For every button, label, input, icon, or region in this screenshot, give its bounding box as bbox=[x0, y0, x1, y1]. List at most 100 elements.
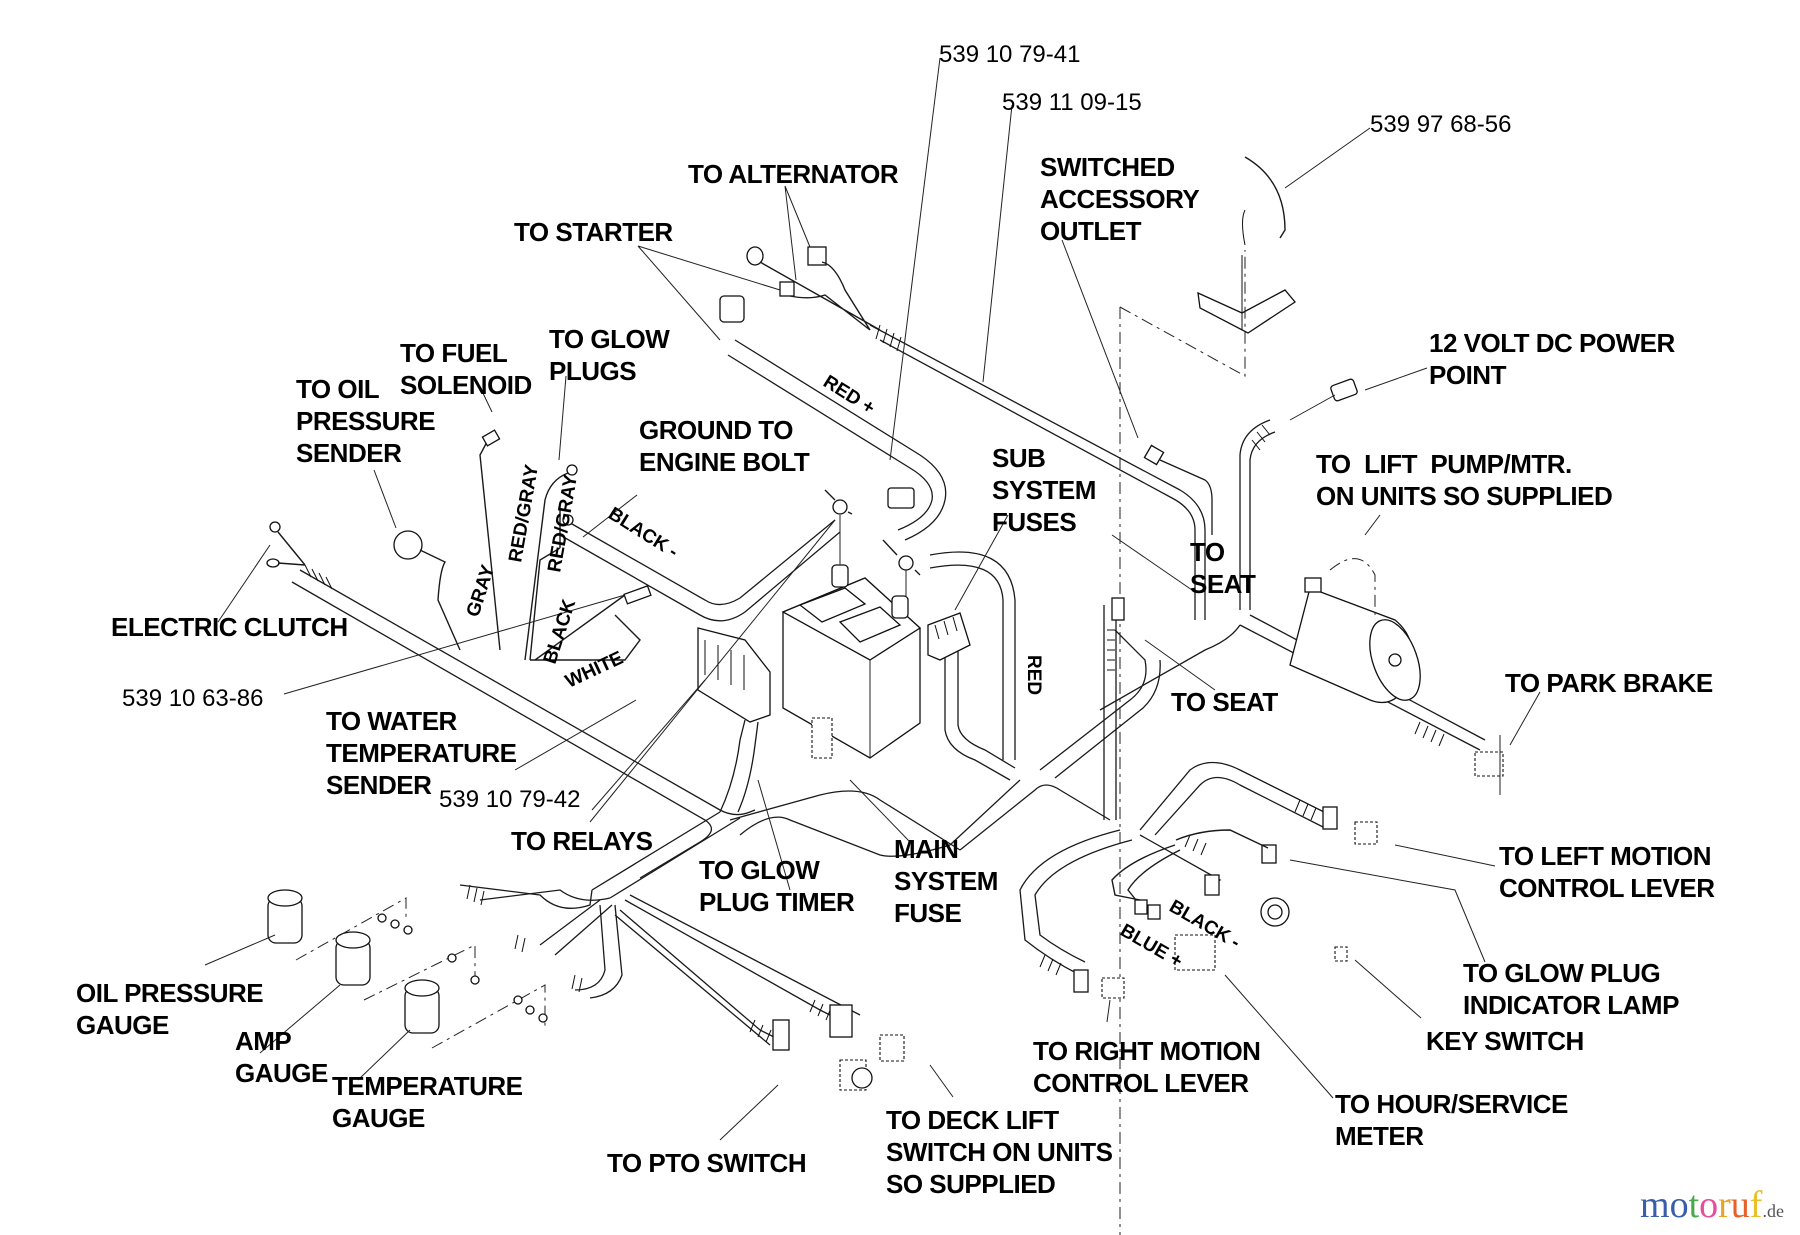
glow-plug-wires bbox=[479, 429, 652, 661]
svg-text:SEAT: SEAT bbox=[1190, 569, 1256, 599]
svg-text:AMP: AMP bbox=[235, 1026, 291, 1056]
battery-negative-terminal bbox=[831, 564, 849, 588]
left-motion-switch bbox=[1322, 806, 1378, 845]
svg-text:TO RIGHT MOTION: TO RIGHT MOTION bbox=[1033, 1036, 1260, 1066]
glow-plug-ring-terminal bbox=[566, 464, 578, 476]
svg-text:SUB: SUB bbox=[992, 443, 1045, 473]
watermark-letter: m bbox=[1640, 1184, 1670, 1226]
leader-lines bbox=[204, 57, 1541, 1141]
label-lift-pump: TO LIFT PUMP/MTR. ON UNITS SO SUPPLIED bbox=[1316, 449, 1613, 511]
svg-text:TO OIL: TO OIL bbox=[296, 374, 380, 404]
accessory-cable bbox=[1244, 156, 1286, 239]
part-number-clutch-harness: 539 10 63-86 bbox=[122, 685, 263, 712]
starter-connector bbox=[779, 281, 795, 297]
label-power-point: 12 VOLT DC POWER POINT bbox=[1429, 328, 1676, 390]
accessory-outlet-bracket bbox=[1119, 209, 1296, 1235]
wire-label-red: RED bbox=[1023, 655, 1044, 695]
watermark-letter: t bbox=[1688, 1184, 1700, 1226]
svg-text:ON UNITS SO SUPPLIED: ON UNITS SO SUPPLIED bbox=[1316, 481, 1612, 511]
wire-label-red-gray-1: RED/GRAY bbox=[505, 463, 543, 564]
label-water-temperature-sender: TO WATER TEMPERATURE SENDER bbox=[326, 706, 517, 800]
deck-lift-switch bbox=[829, 1004, 905, 1062]
svg-text:OUTLET: OUTLET bbox=[1040, 216, 1142, 246]
gauges bbox=[267, 889, 548, 1049]
svg-text:SENDER: SENDER bbox=[296, 438, 402, 468]
label-deck-lift-switch: TO DECK LIFT SWITCH ON UNITS SO SUPPLIED bbox=[886, 1105, 1113, 1199]
label-glow-plugs: TO GLOW PLUGS bbox=[549, 324, 671, 386]
harness-wraps bbox=[304, 324, 1445, 1043]
label-to-alternator: TO ALTERNATOR bbox=[688, 159, 899, 189]
svg-text:SYSTEM: SYSTEM bbox=[992, 475, 1096, 505]
park-brake-switch bbox=[1474, 735, 1504, 795]
part-number-accessory-cable: 539 97 68-56 bbox=[1370, 111, 1511, 138]
label-to-starter: TO STARTER bbox=[514, 217, 673, 247]
svg-text:TO GLOW: TO GLOW bbox=[699, 855, 820, 885]
svg-text:SOLENOID: SOLENOID bbox=[400, 370, 532, 400]
watermark-brand: motoruf bbox=[1640, 1184, 1762, 1226]
label-left-motion-control: TO LEFT MOTION CONTROL LEVER bbox=[1499, 841, 1716, 903]
svg-text:SENDER: SENDER bbox=[326, 770, 432, 800]
right-motion-switch bbox=[1073, 969, 1125, 999]
svg-text:12 VOLT DC POWER: 12 VOLT DC POWER bbox=[1429, 328, 1675, 358]
svg-text:TO GLOW: TO GLOW bbox=[549, 324, 670, 354]
label-oil-pressure-sender: TO OIL PRESSURE SENDER bbox=[296, 374, 436, 468]
label-amp-gauge: AMP GAUGE bbox=[235, 1026, 329, 1088]
svg-text:CONTROL LEVER: CONTROL LEVER bbox=[1033, 1068, 1249, 1098]
svg-text:TO FUEL: TO FUEL bbox=[400, 338, 508, 368]
part-number-labels: 539 10 79-41 539 11 09-15 539 97 68-56 5… bbox=[122, 41, 1511, 813]
amp-gauge bbox=[335, 931, 371, 986]
label-glow-plug-timer: TO GLOW PLUG TIMER bbox=[699, 855, 856, 917]
watermark-tld: .de bbox=[1762, 1201, 1784, 1221]
svg-text:GAUGE: GAUGE bbox=[76, 1010, 169, 1040]
lift-pump-motor bbox=[1289, 558, 1421, 704]
svg-text:GAUGE: GAUGE bbox=[235, 1058, 328, 1088]
positive-terminal-boot bbox=[887, 487, 915, 509]
svg-text:TO: TO bbox=[1190, 537, 1225, 567]
electric-clutch-connectors bbox=[266, 521, 306, 568]
watermark-letter: u bbox=[1730, 1184, 1750, 1226]
svg-text:TO LEFT MOTION: TO LEFT MOTION bbox=[1499, 841, 1711, 871]
svg-text:POINT: POINT bbox=[1429, 360, 1507, 390]
label-switched-accessory-outlet: SWITCHED ACCESSORY OUTLET bbox=[1040, 152, 1200, 246]
label-to-relays: TO RELAYS bbox=[511, 826, 653, 856]
watermark-logo: motoruf.de bbox=[1640, 1186, 1784, 1224]
power-point-socket bbox=[1289, 378, 1358, 421]
seat-connector bbox=[1111, 597, 1125, 621]
svg-text:OIL PRESSURE: OIL PRESSURE bbox=[76, 978, 263, 1008]
svg-text:GAUGE: GAUGE bbox=[332, 1103, 425, 1133]
svg-text:TEMPERATURE: TEMPERATURE bbox=[332, 1071, 523, 1101]
svg-text:METER: METER bbox=[1335, 1121, 1424, 1151]
callout-labels: TO ALTERNATOR TO STARTER SWITCHED ACCESS… bbox=[76, 152, 1716, 1199]
ground-ring-terminal bbox=[562, 514, 574, 526]
svg-text:ENGINE BOLT: ENGINE BOLT bbox=[639, 447, 810, 477]
label-right-motion-control: TO RIGHT MOTION CONTROL LEVER bbox=[1033, 1036, 1261, 1098]
svg-text:PRESSURE: PRESSURE bbox=[296, 406, 435, 436]
svg-text:TO DECK LIFT: TO DECK LIFT bbox=[886, 1105, 1059, 1135]
label-sub-system-fuses: SUB SYSTEM FUSES bbox=[992, 443, 1096, 537]
fuel-solenoid-connector bbox=[481, 429, 501, 447]
label-temperature-gauge: TEMPERATURE GAUGE bbox=[332, 1071, 523, 1133]
wire-label-white: WHITE bbox=[562, 648, 626, 693]
label-glow-plug-indicator-lamp: TO GLOW PLUG INDICATOR LAMP bbox=[1463, 958, 1680, 1020]
alternator-connector bbox=[807, 246, 827, 266]
switched-outlet-connector bbox=[1143, 444, 1213, 535]
svg-text:CONTROL LEVER: CONTROL LEVER bbox=[1499, 873, 1715, 903]
main-fuse-holder bbox=[811, 717, 833, 759]
svg-text:SWITCH ON UNITS: SWITCH ON UNITS bbox=[886, 1137, 1113, 1167]
key-switch bbox=[1204, 874, 1348, 962]
label-pto-switch: TO PTO SWITCH bbox=[607, 1148, 806, 1178]
svg-text:SO SUPPLIED: SO SUPPLIED bbox=[886, 1169, 1055, 1199]
temperature-gauge bbox=[404, 979, 440, 1034]
watermark-letter: o bbox=[1699, 1184, 1719, 1226]
relay-block bbox=[697, 627, 771, 723]
svg-text:TO LIFT PUMP/MTR.: TO LIFT PUMP/MTR. bbox=[1316, 449, 1572, 479]
svg-text:FUSE: FUSE bbox=[894, 898, 962, 928]
label-ground-engine-bolt: GROUND TO ENGINE BOLT bbox=[639, 415, 810, 477]
glow-plug-lamp-connector bbox=[1175, 829, 1277, 864]
wire-label-red-plus: RED + bbox=[819, 371, 878, 419]
water-temp-sender bbox=[623, 585, 652, 605]
wire-label-black-minus: BLACK - bbox=[604, 503, 681, 562]
label-park-brake: TO PARK BRAKE bbox=[1505, 668, 1713, 698]
label-fuel-solenoid: TO FUEL SOLENOID bbox=[400, 338, 532, 400]
